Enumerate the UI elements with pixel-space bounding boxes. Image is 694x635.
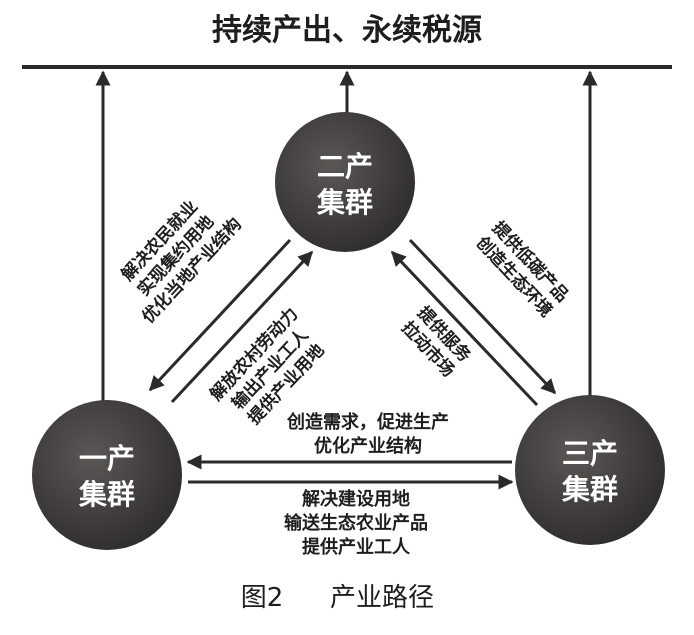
- arrow-primary-to-secondary: [170, 250, 314, 404]
- arrow-secondary-to-tertiary: [408, 238, 557, 395]
- node-tertiary-line1: 三产: [562, 437, 618, 470]
- figure-caption: 产业路径: [330, 583, 434, 613]
- label-group-tertiary-to-secondary: 提供服务 拉动市场: [397, 302, 476, 381]
- label-group-secondary-to-tertiary: 提供低碳产品 创造生态环境: [471, 217, 573, 321]
- label-group-secondary-to-primary: 解决农民就业 实现集约用地 优化当地产业结构: [117, 196, 246, 327]
- node-secondary-cluster: 二产 集群: [275, 112, 415, 252]
- label-p2t-2: 输送生态农业产品: [284, 512, 428, 534]
- node-primary-line1: 一产: [79, 442, 135, 475]
- label-p2t-3: 提供产业工人: [302, 536, 411, 558]
- node-primary-line2: 集群: [78, 478, 135, 511]
- label-p2t-1: 解决建设用地: [302, 488, 410, 510]
- node-primary-cluster: 一产 集群: [32, 400, 182, 550]
- node-secondary-line2: 集群: [316, 186, 373, 219]
- figure-number: 图2: [241, 583, 284, 613]
- label-t2p-2: 优化产业结构: [314, 435, 422, 457]
- label-t2p-1: 创造需求，促进生产: [286, 411, 449, 433]
- arrow-tertiary-to-secondary: [390, 250, 539, 407]
- node-tertiary-line2: 集群: [561, 473, 618, 506]
- node-tertiary-cluster: 三产 集群: [515, 395, 665, 545]
- header-title: 持续产出、永续税源: [212, 13, 482, 48]
- node-secondary-line1: 二产: [317, 150, 373, 183]
- arrow-secondary-to-primary: [148, 238, 292, 392]
